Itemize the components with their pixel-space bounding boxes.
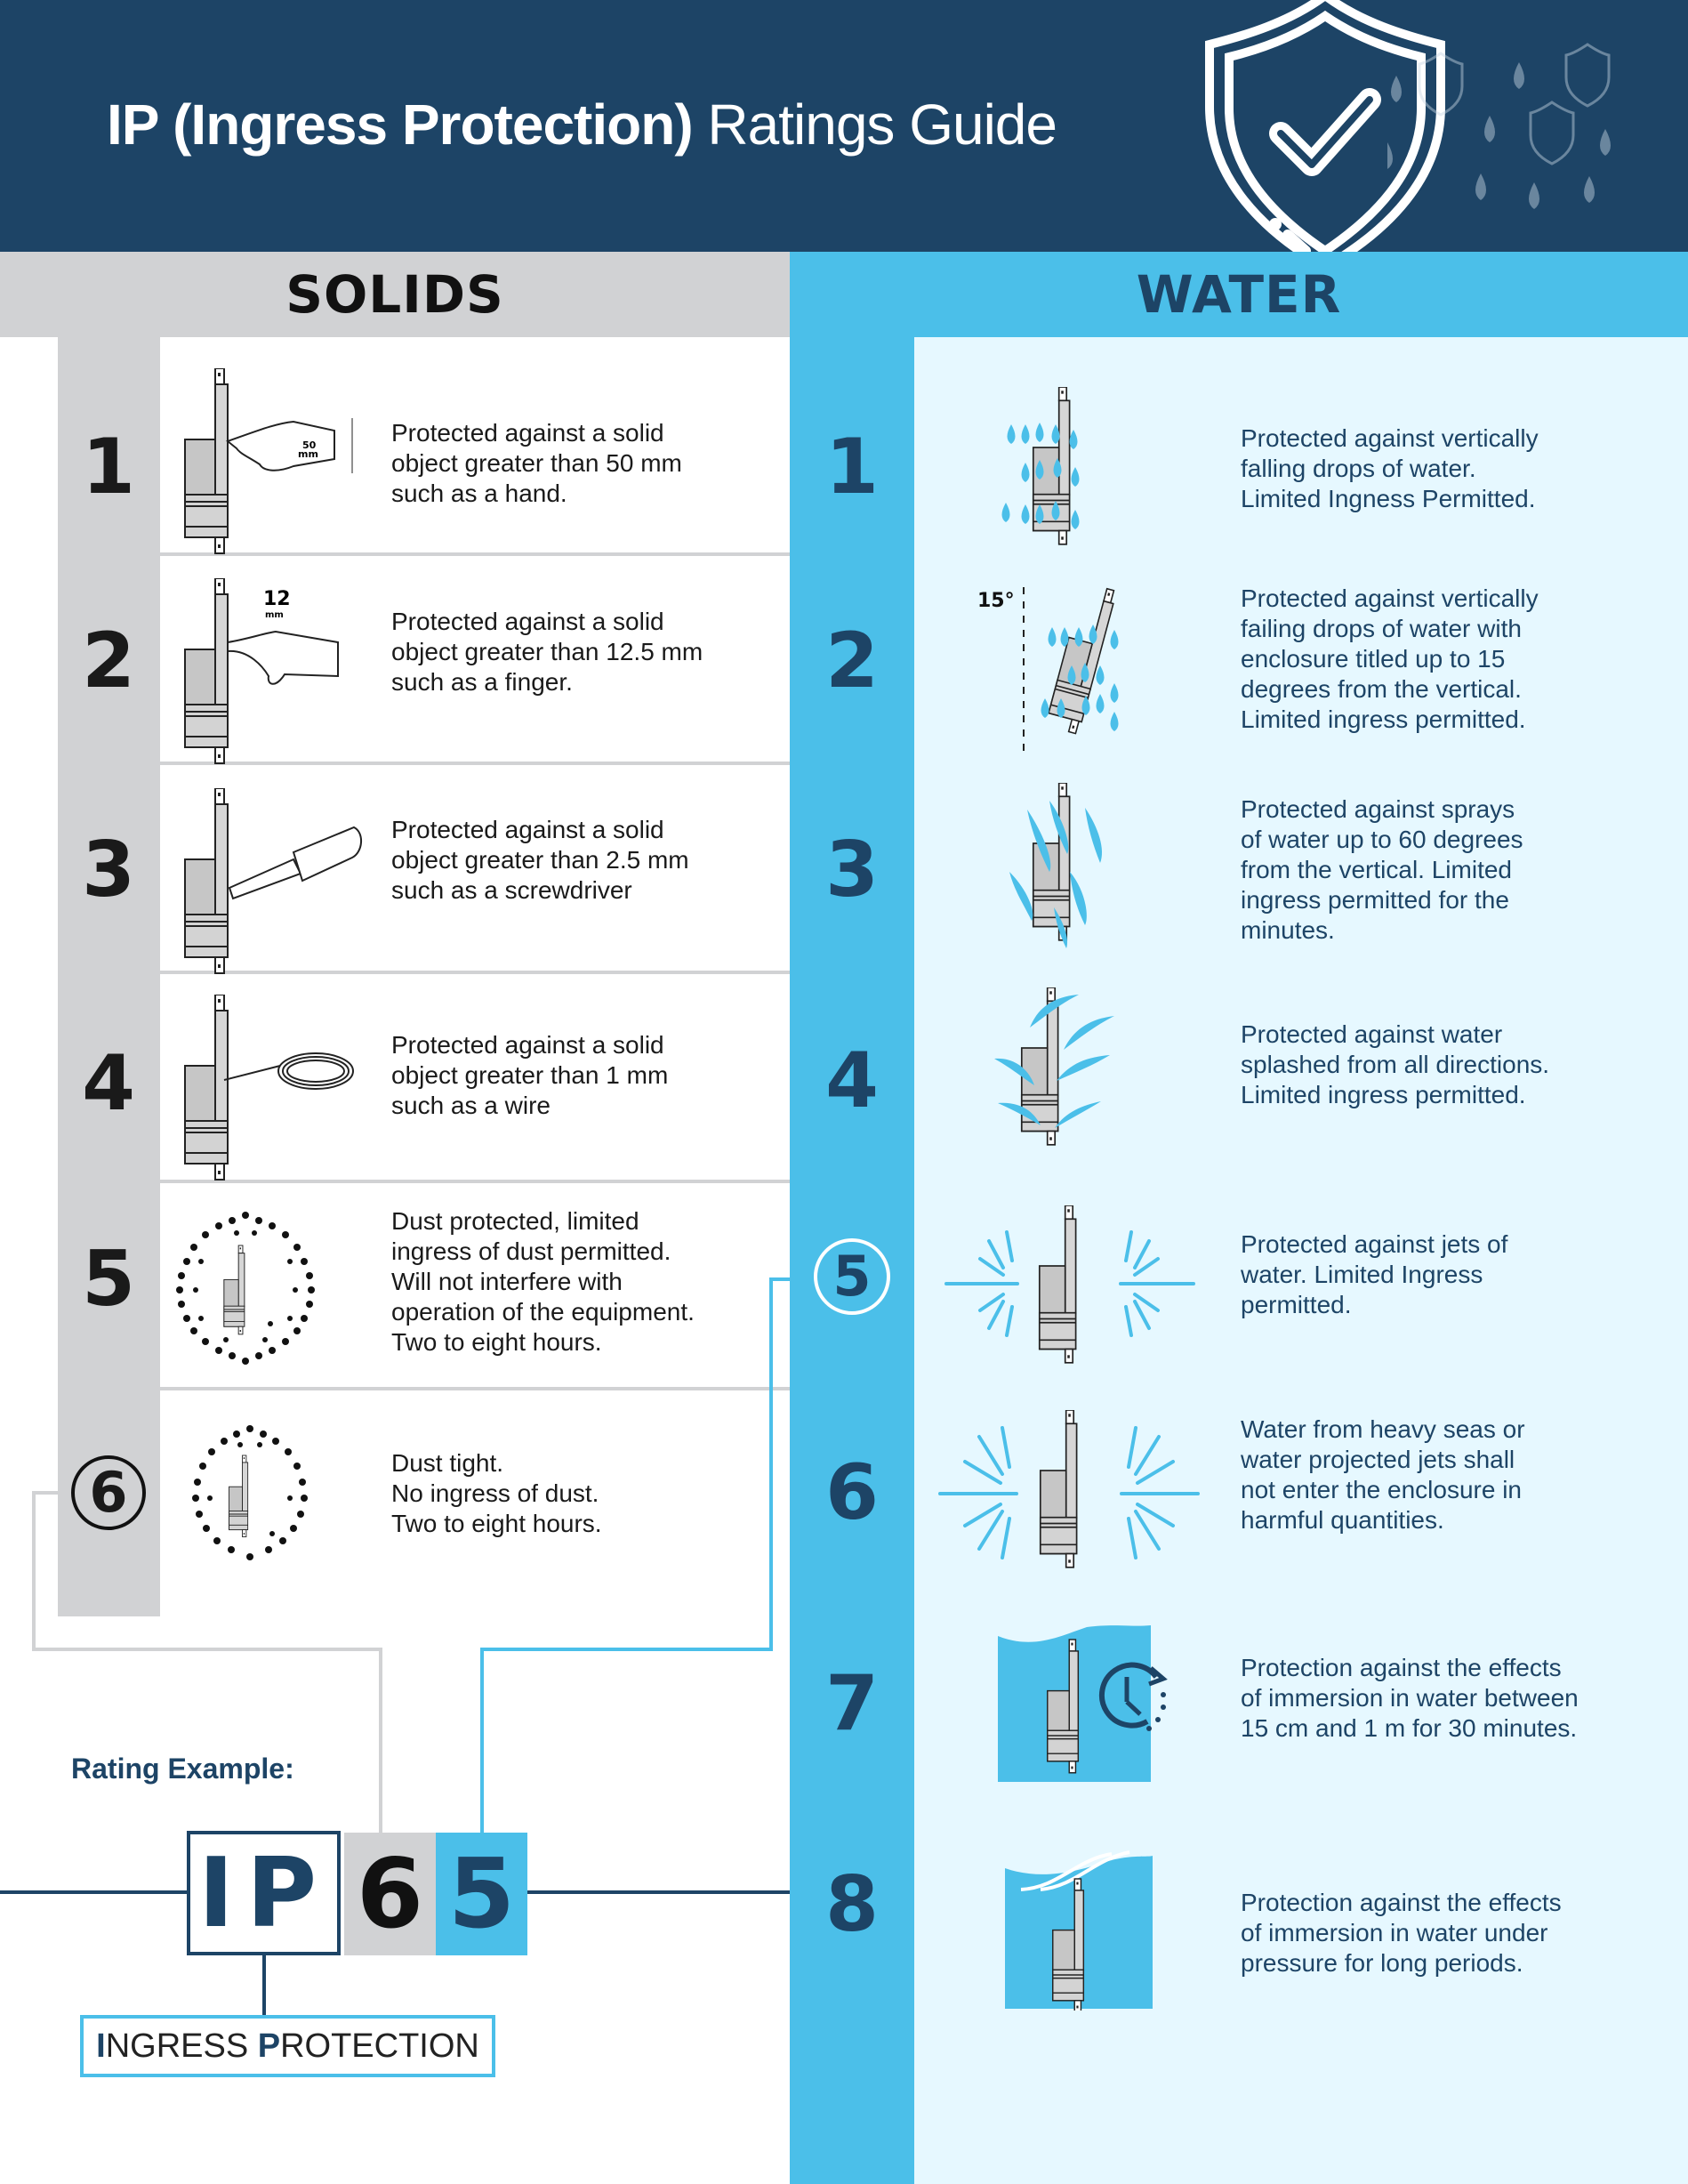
connector-solid-vertical — [32, 1491, 36, 1651]
ip-prefix-box: IP — [187, 1831, 341, 1955]
svg-text:mm: mm — [298, 448, 318, 460]
water-number-6: 6 — [825, 1448, 879, 1537]
water-drop-icon — [1387, 43, 1611, 209]
water-number-3: 3 — [825, 826, 879, 915]
solid-row-4 — [160, 974, 790, 1183]
shield-check-icon — [1205, 0, 1445, 252]
solid-number-4: 4 — [82, 1039, 135, 1128]
actuator-immersion-timer-icon — [998, 1625, 1168, 1782]
ip-prefix: IP — [197, 1837, 330, 1949]
svg-text:50: 50 — [302, 439, 317, 451]
actuator-wire-icon — [184, 995, 354, 1181]
actuator-tilted-drops-icon: 15° — [977, 581, 1119, 753]
water-description-1: Protected against vertically falling dro… — [1241, 424, 1539, 512]
ip-to-legend-connector — [262, 1954, 266, 2016]
legend-i: I — [96, 2027, 106, 2065]
actuator-dust-icon — [176, 1212, 315, 1365]
title-light: Ratings Guide — [707, 93, 1057, 157]
water-number-5-circled: 5 — [814, 1238, 890, 1315]
solid-row-3 — [160, 765, 790, 974]
baseline-left — [0, 1890, 189, 1894]
connector-solid-down — [379, 1648, 382, 1833]
solid-number-3: 3 — [82, 826, 135, 915]
rating-example-label: Rating Example: — [71, 1753, 294, 1785]
actuator-dust-tight-icon — [192, 1425, 308, 1560]
baseline-right — [526, 1890, 790, 1894]
connector-solid-bottom — [32, 1648, 382, 1651]
water-description-8: Protection against the effects of immers… — [1241, 1889, 1562, 1977]
actuator-vertical-drops-icon — [1001, 387, 1080, 545]
legend-p: P — [257, 2027, 281, 2065]
water-heading-band: WATER — [790, 252, 1688, 337]
solid-digit-box: 6 — [344, 1833, 436, 1955]
solid-number-5: 5 — [82, 1235, 135, 1324]
svg-text:15°: 15° — [977, 590, 1015, 612]
water-number-2: 2 — [825, 617, 879, 705]
solid-number-2: 2 — [82, 617, 135, 705]
solids-heading-band: SOLIDS — [0, 252, 790, 337]
connector-solid-horizontal — [32, 1491, 59, 1495]
solid-description-3: Protected against a solid object greater… — [391, 816, 689, 904]
header-banner: IP (Ingress Protection) Ratings Guide — [0, 0, 1688, 252]
legend-ngress: NGRESS — [105, 2027, 258, 2065]
solid-row-6 — [160, 1390, 790, 1616]
solid-description-1: Protected against a solid object greater… — [391, 419, 682, 507]
connector-water-vertical — [769, 1277, 773, 1651]
actuator-jets-icon — [944, 1205, 1195, 1364]
svg-text:12: 12 — [263, 588, 291, 610]
water-description-4: Protected against water splashed from al… — [1241, 1020, 1550, 1108]
actuator-hand-icon: 50 mm — [184, 368, 353, 554]
solid-description-4: Protected against a solid object greater… — [391, 1031, 669, 1119]
solids-number-column — [58, 337, 160, 1616]
actuator-powerful-jets-icon — [938, 1410, 1200, 1568]
actuator-finger-icon: 12 mm — [184, 578, 339, 764]
actuator-submersion-icon — [1005, 1850, 1153, 2011]
solid-number-6-circled: 6 — [71, 1455, 146, 1530]
solid-description-2: Protected against a solid object greater… — [391, 608, 703, 696]
solid-row-5 — [160, 1183, 790, 1390]
water-number-1: 1 — [825, 423, 879, 512]
actuator-spray-icon — [1009, 783, 1103, 948]
water-number-4: 4 — [825, 1036, 879, 1125]
legend-rotection: ROTECTION — [280, 2027, 479, 2065]
water-number-7: 7 — [825, 1659, 879, 1748]
solids-heading: SOLIDS — [285, 264, 504, 325]
connector-water-down — [480, 1648, 484, 1833]
solid-description-6: Dust tight. No ingress of dust. Two to e… — [391, 1449, 602, 1537]
water-description-5: Protected against jets of water. Limited… — [1241, 1230, 1508, 1318]
connector-water-bottom — [480, 1648, 773, 1651]
solid-description-5: Dust protected, limited ingress of dust … — [391, 1207, 695, 1356]
title-bold: IP (Ingress Protection) — [107, 93, 694, 157]
connector-water-horizontal — [769, 1277, 791, 1281]
water-heading: WATER — [1136, 264, 1342, 325]
solid-number-1: 1 — [82, 423, 135, 512]
water-description-3: Protected against sprays of water up to … — [1241, 795, 1523, 944]
water-description-2: Protected against vertically failing dro… — [1241, 584, 1539, 733]
page-title: IP (Ingress Protection) Ratings Guide — [107, 89, 1057, 160]
water-description-6: Water from heavy seas or water projected… — [1241, 1415, 1525, 1534]
water-number-8: 8 — [825, 1860, 879, 1949]
actuator-screwdriver-icon — [184, 788, 362, 974]
water-description-7: Protection against the effects of immers… — [1241, 1654, 1579, 1742]
water-digit-box: 5 — [436, 1833, 527, 1955]
actuator-splash-icon — [994, 987, 1114, 1146]
svg-text:mm: mm — [265, 610, 284, 620]
